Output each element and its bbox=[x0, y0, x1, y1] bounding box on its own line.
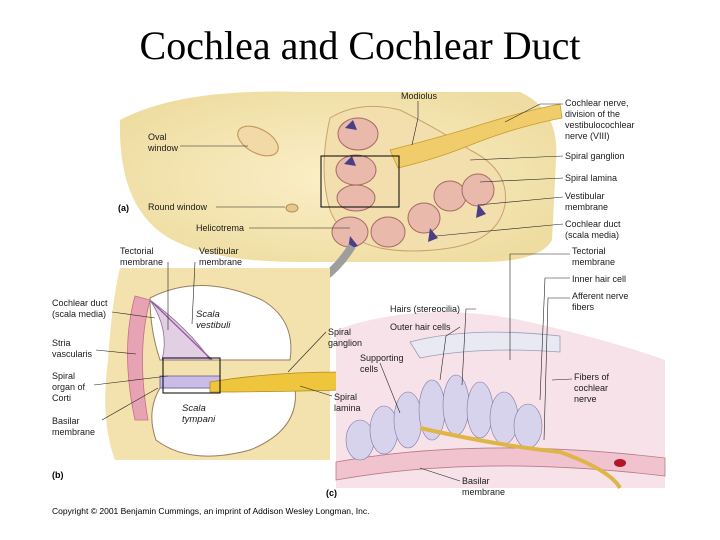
label-tectorial-membrane-b-1: Tectorial bbox=[120, 246, 154, 256]
panel-label-b: (b) bbox=[52, 470, 64, 480]
label-spiral-lamina-b-2: lamina bbox=[334, 403, 361, 413]
label-scala-vestibuli-1: Scala bbox=[196, 309, 220, 320]
inset-box-b bbox=[162, 357, 221, 394]
label-vestibular-membrane-a-2: membrane bbox=[565, 202, 608, 212]
label-supporting-cells-1: Supporting bbox=[360, 353, 404, 363]
label-spiral-ganglion-b-2: ganglion bbox=[328, 338, 362, 348]
label-afferent-nerve-1: Afferent nerve bbox=[572, 291, 628, 301]
label-spiral-organ-1: Spiral bbox=[52, 371, 75, 381]
blood-cell-c bbox=[614, 459, 626, 467]
label-tectorial-membrane-c-1: Tectorial bbox=[572, 246, 606, 256]
label-cochlear-nerve-3: vestibulocochlear bbox=[565, 120, 635, 130]
label-basilar-membrane-c-2: membrane bbox=[462, 487, 505, 497]
label-stria-vascularis-2: vascularis bbox=[52, 349, 93, 359]
label-vestibular-membrane-b-1: Vestibular bbox=[199, 246, 239, 256]
panel-label-a: (a) bbox=[118, 203, 129, 213]
label-basilar-membrane-c-1: Basilar bbox=[462, 476, 490, 486]
label-cochlear-duct-b-1: Cochlear duct bbox=[52, 298, 108, 308]
slide-title: Cochlea and Cochlear Duct bbox=[139, 23, 581, 68]
label-round-window: Round window bbox=[148, 202, 208, 212]
label-tectorial-membrane-b-2: membrane bbox=[120, 257, 163, 267]
label-cochlear-nerve-4: nerve (VIII) bbox=[565, 131, 610, 141]
label-spiral-organ-3: Corti bbox=[52, 393, 71, 403]
label-scala-tympani-2: tympani bbox=[182, 414, 216, 425]
label-basilar-membrane-b-1: Basilar bbox=[52, 416, 80, 426]
label-hairs-stereocilia: Hairs (stereocilia) bbox=[390, 304, 460, 314]
round-window-shape bbox=[285, 203, 299, 213]
basilar-membrane-c bbox=[335, 447, 666, 481]
label-inner-hair-cell: Inner hair cell bbox=[572, 274, 626, 284]
label-cochlear-duct-a-2: (scala media) bbox=[565, 230, 619, 240]
label-oval-window-1: Oval bbox=[148, 132, 167, 142]
label-scala-tympani-1: Scala bbox=[182, 403, 206, 414]
label-fibers-cochlear-nerve-2: cochlear bbox=[574, 383, 608, 393]
scala-tympani-space bbox=[151, 387, 296, 457]
afferent-fibers-c bbox=[419, 426, 622, 490]
supporting-cells-c bbox=[345, 374, 543, 461]
label-cochlear-nerve-2: division of the bbox=[565, 109, 620, 119]
label-stria-vascularis-1: Stria bbox=[52, 338, 71, 348]
label-spiral-ganglion-a: Spiral ganglion bbox=[565, 151, 625, 161]
inset-box-a bbox=[320, 155, 400, 208]
label-vestibular-membrane-b-2: membrane bbox=[199, 257, 242, 267]
panel-a-illustration bbox=[119, 91, 563, 262]
label-basilar-membrane-b-2: membrane bbox=[52, 427, 95, 437]
label-fibers-cochlear-nerve-3: nerve bbox=[574, 394, 597, 404]
oval-window-shape bbox=[237, 125, 279, 157]
copyright-notice: Copyright © 2001 Benjamin Cummings, an i… bbox=[52, 506, 369, 516]
label-supporting-cells-2: cells bbox=[360, 364, 379, 374]
stria-region bbox=[127, 295, 151, 421]
label-spiral-organ-2: organ of bbox=[52, 382, 86, 392]
label-afferent-nerve-2: fibers bbox=[572, 302, 595, 312]
leader-lines bbox=[93, 101, 573, 482]
panel-label-c: (c) bbox=[326, 488, 337, 498]
label-cochlear-duct-b-2: (scala media) bbox=[52, 309, 106, 319]
label-spiral-ganglion-b-1: Spiral bbox=[328, 327, 351, 337]
label-scala-vestibuli-2: vestibuli bbox=[196, 320, 231, 331]
label-modiolus: Modiolus bbox=[401, 91, 438, 101]
vestibular-membrane-line bbox=[151, 301, 213, 361]
label-fibers-cochlear-nerve-1: Fibers of bbox=[574, 372, 610, 382]
label-helicotrema: Helicotrema bbox=[196, 223, 244, 233]
panel-c-illustration bbox=[335, 312, 666, 490]
panel-b-illustration bbox=[105, 268, 341, 460]
tectorial-membrane-c bbox=[409, 331, 561, 359]
label-vestibular-membrane-a-1: Vestibular bbox=[565, 191, 605, 201]
label-oval-window-2: window bbox=[147, 143, 179, 153]
label-cochlear-duct-a-1: Cochlear duct bbox=[565, 219, 621, 229]
label-outer-hair-cells: Outer hair cells bbox=[390, 322, 451, 332]
label-cochlear-nerve-1: Cochlear nerve, bbox=[565, 98, 629, 108]
label-tectorial-membrane-c-2: membrane bbox=[572, 257, 615, 267]
label-spiral-lamina-a: Spiral lamina bbox=[565, 173, 617, 183]
cochlear-nerve-bundle bbox=[389, 103, 563, 169]
label-spiral-lamina-b-1: Spiral bbox=[334, 392, 357, 402]
